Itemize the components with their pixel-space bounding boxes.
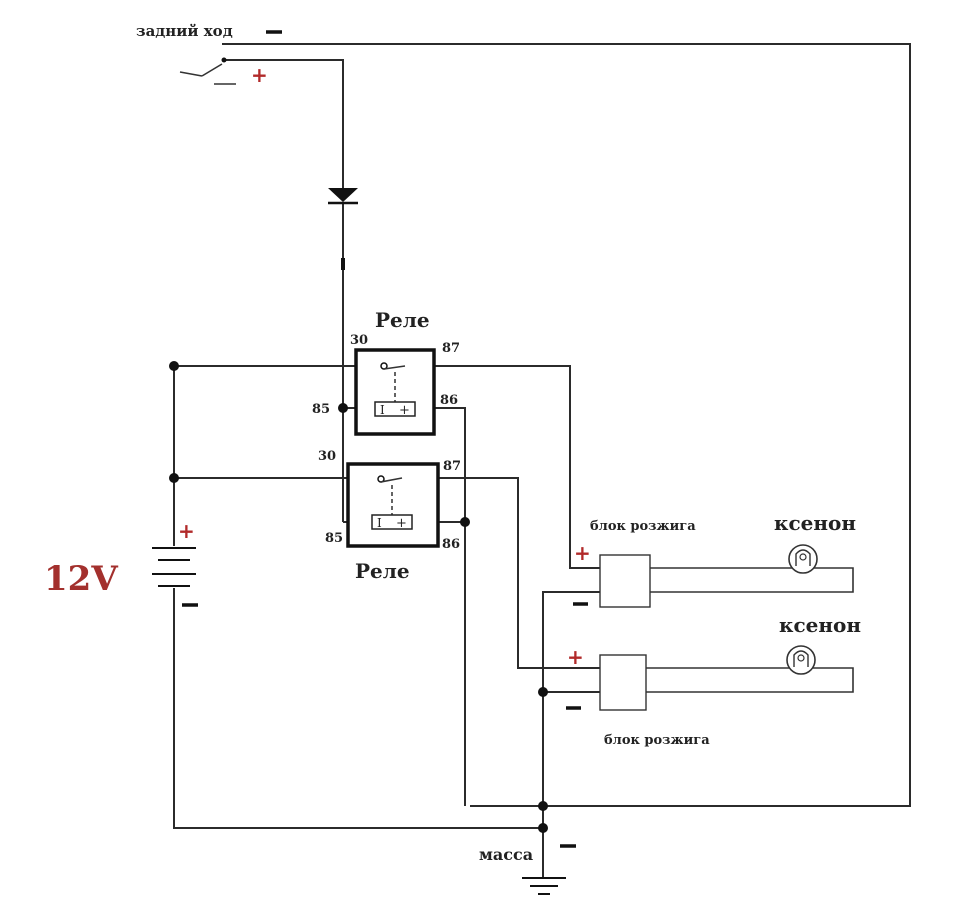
ground-icon [522, 877, 566, 895]
relay-top-switch [383, 365, 406, 370]
ignition-bottom-plus-sign: + [567, 645, 584, 669]
ignition-top-plus-sign: + [574, 541, 591, 565]
top-xenon-wire [650, 567, 854, 593]
reverse-plus-sign: + [251, 63, 268, 87]
relay-top-pin-86: 86 [440, 393, 458, 408]
ignition-minus-wire [542, 591, 600, 693]
switch-blade [201, 63, 223, 77]
relay-top-coil-minus: I [380, 403, 385, 417]
diode-icon [328, 188, 358, 270]
ground-label: масса [479, 845, 533, 864]
junction-dot [538, 801, 548, 811]
relay-top-body [354, 348, 436, 436]
junction-dots [169, 361, 548, 833]
ignition-top-label: блок розжига [590, 519, 696, 534]
relay-top-coil-plus: + [399, 403, 410, 418]
relay-bottom-title: Реле [355, 559, 410, 583]
junction-dot [460, 517, 470, 527]
junction-dot [169, 473, 179, 483]
ignition-bottom-label: блок розжига [604, 733, 710, 748]
reverse-plus-wire [224, 59, 344, 190]
wires [173, 43, 911, 878]
relay-bottom-switch [380, 477, 403, 483]
relay-top-coil [374, 401, 416, 417]
reverse-minus-wire [222, 43, 911, 807]
voltage-label: 12V [44, 559, 118, 599]
xenon-lamp-bottom-icon [786, 645, 816, 675]
ignition-unit-bottom [599, 654, 647, 711]
xenon-lamp-top-icon [788, 544, 818, 574]
relay-bottom-pin-30: 30 [318, 449, 336, 464]
switch-terminal [221, 57, 227, 63]
relay-bottom: I + [346, 462, 440, 548]
relay-bottom-pin-87: 87 [443, 459, 461, 474]
ignition-unit-top [599, 554, 651, 608]
relay-bottom-coil-minus: I [377, 516, 382, 530]
relay-top-title: Реле [375, 308, 430, 332]
battery-minus-wire [173, 588, 544, 829]
relay-top-pin-85: 85 [312, 402, 330, 417]
bottom-xenon-wire [646, 667, 854, 693]
reverse-label: задний ход [136, 22, 233, 40]
xenon-bottom-label: ксенон [779, 613, 861, 637]
relay-bottom-pin-86: 86 [442, 537, 460, 552]
relay-bottom-coil-plus: + [396, 516, 407, 531]
battery-plus-sign: + [178, 519, 195, 543]
relay-top-pin-30: 30 [350, 333, 368, 348]
relay-top: I + [354, 348, 436, 436]
relay-bottom-body [346, 462, 440, 548]
battery-icon [152, 547, 196, 587]
relay-top-pin-87: 87 [442, 341, 460, 356]
relay-bottom-coil [371, 514, 413, 530]
top-87-wire [405, 365, 600, 569]
switch-lead [179, 71, 203, 77]
junction-dot [538, 823, 548, 833]
junction-dot [169, 361, 179, 371]
relay-bottom-pin-85: 85 [325, 531, 343, 546]
reverse-switch [179, 57, 236, 85]
xenon-top-label: ксенон [774, 511, 856, 535]
junction-dot [338, 403, 348, 413]
bottom-87-wire [402, 477, 600, 669]
junction-dot [538, 687, 548, 697]
